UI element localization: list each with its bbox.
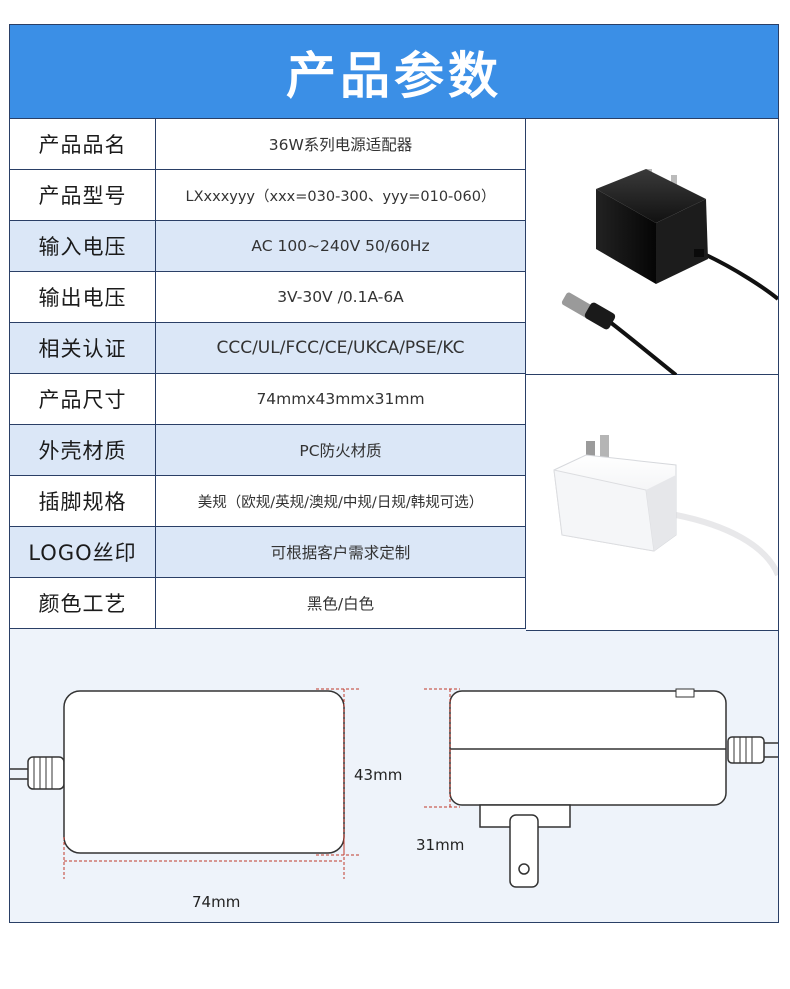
dimension-drawings: 43mm 74mm 31mm — [10, 631, 778, 922]
spec-value: 黑色/白色 — [156, 578, 526, 628]
spec-key: 插脚规格 — [10, 476, 156, 526]
spec-key: 产品尺寸 — [10, 374, 156, 424]
spec-row-product-name: 产品品名 36W系列电源适配器 — [10, 119, 526, 170]
spec-row-model: 产品型号 LXxxxyyy（xxx=030-300、yyy=010-060） — [10, 170, 526, 221]
dimension-diagram — [10, 688, 778, 888]
spec-value: 36W系列电源适配器 — [156, 119, 526, 169]
spec-key: LOGO丝印 — [10, 527, 156, 577]
spec-row-plug-type: 插脚规格 美规（欧规/英规/澳规/中规/日规/韩规可选） — [10, 476, 526, 527]
page-title: 产品参数 — [286, 46, 502, 105]
spec-key: 产品型号 — [10, 170, 156, 220]
spec-row-material: 外壳材质 PC防火材质 — [10, 425, 526, 476]
spec-value: AC 100~240V 50/60Hz — [156, 221, 526, 271]
spec-key: 相关认证 — [10, 323, 156, 373]
spec-value: PC防火材质 — [156, 425, 526, 475]
white-adapter-photo — [526, 375, 781, 631]
height-dimension-label: 43mm — [354, 766, 403, 784]
title-bar: 产品参数 — [10, 25, 778, 119]
spec-value: LXxxxyyy（xxx=030-300、yyy=010-060） — [156, 170, 526, 220]
spec-value: 可根据客户需求定制 — [156, 527, 526, 577]
black-power-adapter-image — [561, 169, 780, 377]
spec-row-output-voltage: 输出电压 3V-30V /0.1A-6A — [10, 272, 526, 323]
spec-sheet: 产品参数 产品品名 36W系列电源适配器 产品型号 LXxxxyyy（xxx=0… — [9, 24, 781, 923]
white-power-adapter-image — [553, 435, 781, 577]
spec-key: 输出电压 — [10, 272, 156, 322]
spec-row-certification: 相关认证 CCC/UL/FCC/CE/UKCA/PSE/KC — [10, 323, 526, 374]
spec-row-size: 产品尺寸 74mmx43mmx31mm — [10, 374, 526, 425]
length-dimension-label: 74mm — [192, 893, 241, 911]
depth-dimension-label: 31mm — [416, 836, 465, 854]
spec-key: 输入电压 — [10, 221, 156, 271]
spec-value: CCC/UL/FCC/CE/UKCA/PSE/KC — [156, 323, 526, 373]
spec-value: 74mmx43mmx31mm — [156, 374, 526, 424]
spec-key: 产品品名 — [10, 119, 156, 169]
spec-key: 颜色工艺 — [10, 578, 156, 628]
spec-row-logo: LOGO丝印 可根据客户需求定制 — [10, 527, 526, 578]
spec-row-color: 颜色工艺 黑色/白色 — [10, 578, 526, 629]
spec-row-input-voltage: 输入电压 AC 100~240V 50/60Hz — [10, 221, 526, 272]
spec-value: 美规（欧规/英规/澳规/中规/日规/韩规可选） — [156, 476, 526, 526]
black-adapter-photo — [526, 119, 780, 377]
spec-value: 3V-30V /0.1A-6A — [156, 272, 526, 322]
spec-key: 外壳材质 — [10, 425, 156, 475]
spec-table: 产品品名 36W系列电源适配器 产品型号 LXxxxyyy（xxx=030-30… — [10, 119, 526, 629]
